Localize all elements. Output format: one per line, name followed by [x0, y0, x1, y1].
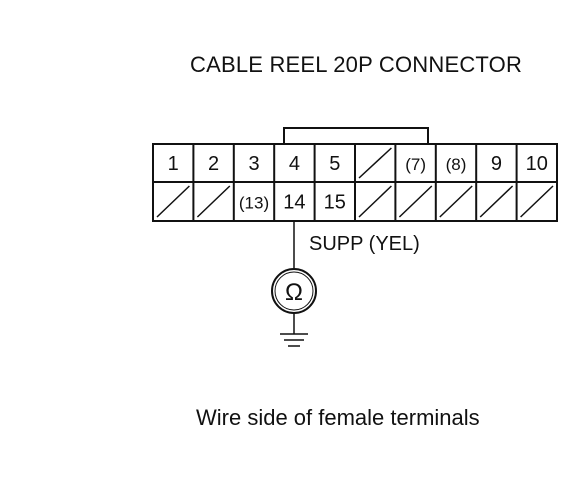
empty-terminal-slash [520, 185, 554, 218]
terminal-number: 3 [248, 153, 259, 175]
terminal-number: 15 [324, 192, 346, 214]
connector-title: CABLE REEL 20P CONNECTOR [190, 52, 523, 77]
terminal-number: 2 [208, 153, 219, 175]
empty-terminal-slash [358, 185, 392, 218]
terminal-number: (13) [239, 194, 269, 213]
terminal-number: (8) [446, 155, 467, 174]
empty-terminal-slash [156, 185, 190, 218]
empty-terminal-slash [196, 185, 231, 218]
terminal-number: (7) [405, 155, 426, 174]
diagram-caption: Wire side of female terminals [196, 405, 480, 430]
meter-symbol: Ω [285, 279, 303, 306]
terminal-cells: 1 2 3 4 5 (7) (8) 9 10 (13) 14 15 [156, 144, 554, 221]
ground-icon [280, 333, 308, 347]
wire-label: SUPP (YEL) [309, 233, 420, 255]
ohmmeter-icon: Ω [271, 268, 317, 314]
terminal-number: 14 [283, 192, 305, 214]
terminal-number: 10 [526, 153, 548, 175]
empty-terminal-slash [479, 185, 514, 218]
terminal-number: 4 [289, 153, 300, 175]
connector-lock-tab [283, 127, 429, 145]
empty-terminal-slash [358, 147, 392, 179]
terminal-number: 5 [329, 153, 340, 175]
terminal-number: 9 [491, 153, 502, 175]
terminal-number: 1 [168, 153, 179, 175]
empty-terminal-slash [398, 185, 433, 218]
empty-terminal-slash [439, 185, 473, 218]
